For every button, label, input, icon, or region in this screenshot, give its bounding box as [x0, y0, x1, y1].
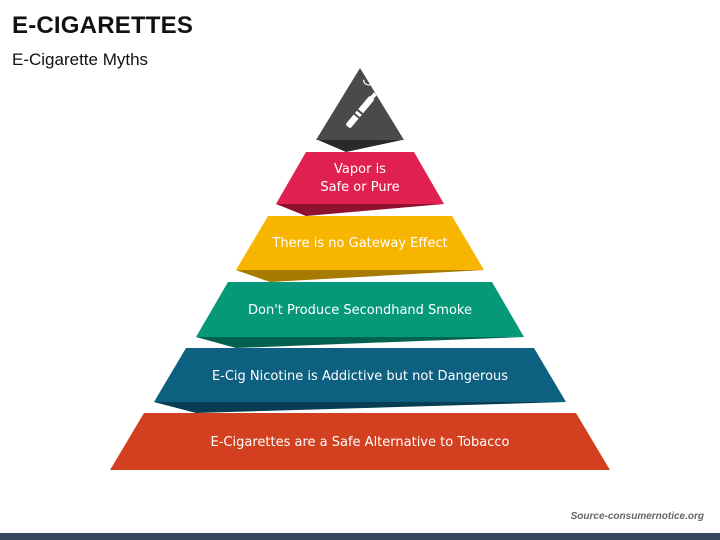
tier-shade-3 — [196, 337, 524, 348]
e-cigarette-icon — [346, 79, 381, 128]
pyramid-tier-4 — [154, 348, 566, 402]
page-subtitle: E-Cigarette Myths — [12, 50, 149, 69]
tier-1-label-line-1: Vapor is — [334, 162, 386, 177]
pyramid-tier-5 — [110, 413, 610, 470]
tier-3-label: Don't Produce Secondhand Smoke — [248, 303, 472, 318]
pyramid-apex — [316, 68, 404, 140]
pyramid-tier-3 — [196, 282, 524, 337]
tier-shade-0 — [318, 140, 402, 152]
tier-4-label: E-Cig Nicotine is Addictive but not Dang… — [212, 369, 508, 384]
tier-1-label-line-2: Safe or Pure — [320, 180, 399, 195]
source-credit: Source-consumernotice.org — [570, 511, 704, 522]
bottom-accent-bar — [0, 533, 720, 540]
tier-5-label: E-Cigarettes are a Safe Alternative to T… — [211, 435, 510, 450]
pyramid-tier-1 — [276, 152, 444, 204]
tier-shade-2 — [236, 270, 484, 282]
pyramid-tier-2 — [236, 216, 484, 270]
tier-2-label: There is no Gateway Effect — [271, 236, 447, 251]
tier-shade-4 — [154, 402, 566, 413]
tier-shade-1 — [276, 204, 444, 216]
page-title: E-CIGARETTES — [12, 12, 194, 39]
